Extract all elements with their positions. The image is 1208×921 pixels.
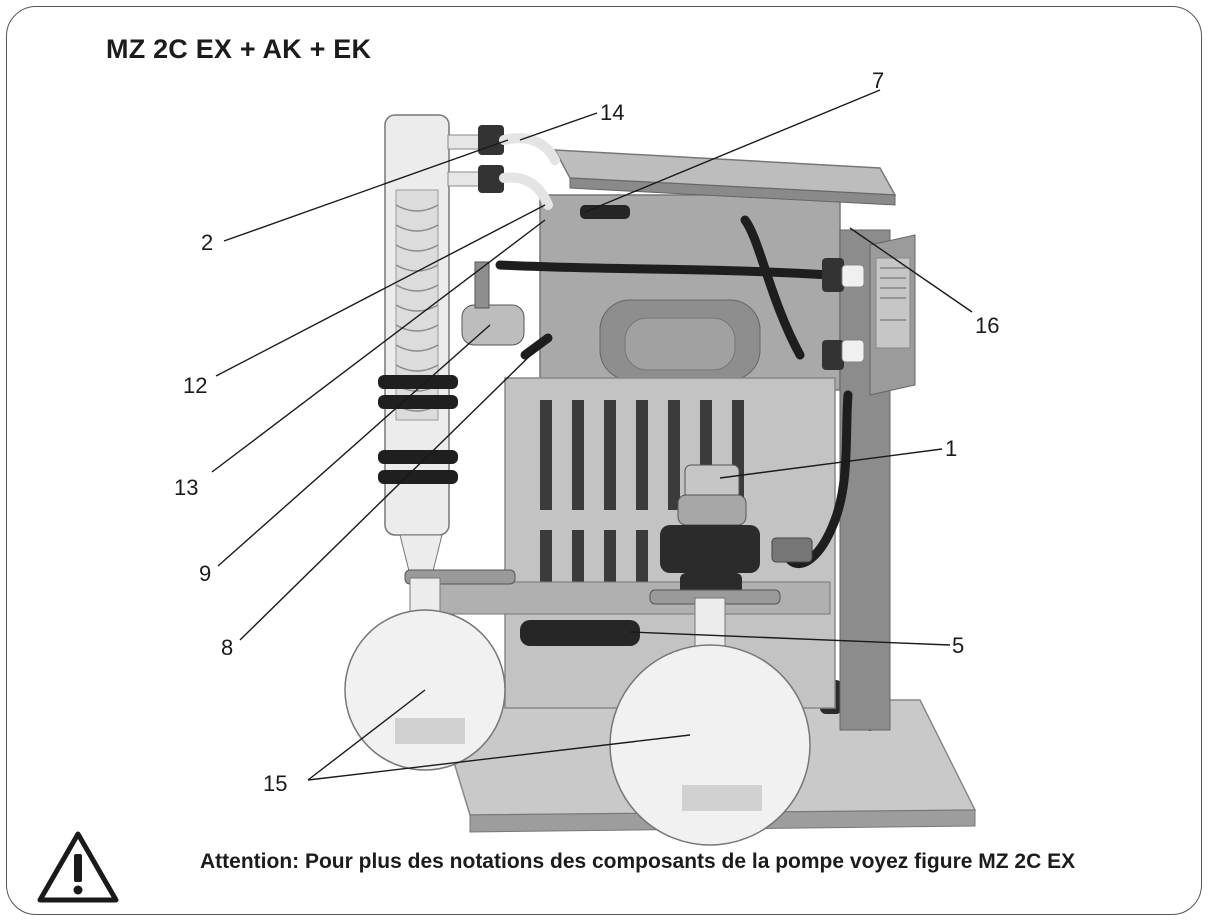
warning-triangle-icon xyxy=(37,831,119,903)
callout-1: 1 xyxy=(945,436,957,461)
tube-fittings xyxy=(580,205,865,370)
callout-13: 13 xyxy=(174,475,198,500)
callout-5: 5 xyxy=(952,633,964,658)
callout-12: 12 xyxy=(183,373,207,398)
callout-labels: 14 7 2 16 12 13 1 9 8 5 15 xyxy=(174,68,999,796)
callout-8: 8 xyxy=(221,635,233,660)
gas-ballast-valve xyxy=(461,261,525,346)
flask-bracket xyxy=(439,581,831,646)
leader-lines xyxy=(211,89,973,781)
figure-title: MZ 2C EX + AK + EK xyxy=(106,34,372,64)
callout-14: 14 xyxy=(600,100,624,125)
callout-9: 9 xyxy=(199,561,211,586)
motor-nameplate-box xyxy=(869,234,916,396)
tubing xyxy=(495,215,853,569)
round-flask-right xyxy=(609,597,811,846)
attention-note: Attention: Pour plus des notations des c… xyxy=(200,850,1076,873)
callout-7: 7 xyxy=(872,68,884,93)
callout-15: 15 xyxy=(263,771,287,796)
callout-2: 2 xyxy=(201,230,213,255)
condenser xyxy=(378,114,560,576)
callout-16: 16 xyxy=(975,313,999,338)
figure-frame xyxy=(6,6,1202,915)
